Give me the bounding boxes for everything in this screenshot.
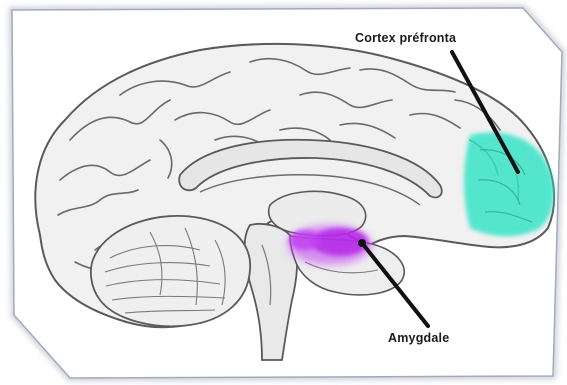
amygdala-pointer-dot xyxy=(358,239,366,247)
cerebellum xyxy=(91,216,250,326)
prefrontal-cortex-label: Cortex préfronta xyxy=(355,31,456,45)
amygdala-label: Amygdale xyxy=(388,331,449,345)
